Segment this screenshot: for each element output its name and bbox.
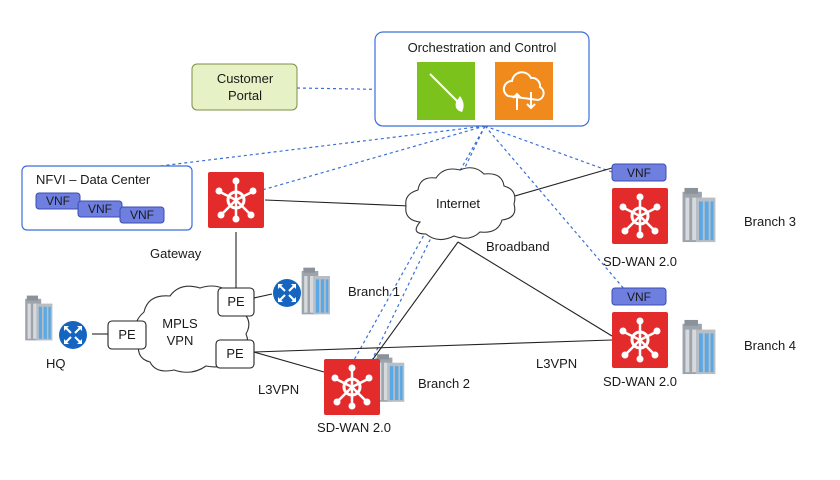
vnf-label: VNF xyxy=(130,208,154,222)
branch2-site[interactable]: Branch 2 SD-WAN 2.0 xyxy=(317,354,470,435)
link-pe-branch1 xyxy=(253,293,273,299)
branch1-building-icon xyxy=(301,267,330,315)
customer-portal-box[interactable]: Customer Portal xyxy=(191,63,298,111)
branch3-sdwan-router-icon xyxy=(612,187,668,245)
vnf-badge: VNF xyxy=(119,206,165,224)
link-internet-branch3 xyxy=(507,167,613,199)
l3vpn-label-branch2: L3VPN xyxy=(258,382,299,397)
cloud-sync-icon xyxy=(495,62,553,120)
mpls-label-line2: VPN xyxy=(167,333,194,348)
link-gateway-internet xyxy=(264,199,411,207)
internet-cloud: Internet xyxy=(405,167,516,241)
link-orch-gateway xyxy=(261,125,486,191)
link-orch-nfvi xyxy=(159,125,486,167)
vnf-label: VNF xyxy=(46,194,70,208)
link-orch-branch2-a xyxy=(353,125,486,361)
branch3-site[interactable]: VNF Branch 3 SD-WAN 2.0 xyxy=(603,163,796,269)
orchestration-title: Orchestration and Control xyxy=(408,40,557,55)
hq-building-icon xyxy=(25,295,53,341)
link-internet-branch4 xyxy=(457,241,613,337)
branch3-building-icon xyxy=(682,187,716,243)
pe-router[interactable]: PE xyxy=(107,320,147,350)
pe-label: PE xyxy=(226,346,244,361)
hq-site[interactable]: HQ xyxy=(25,295,88,371)
link-orch-branch3 xyxy=(484,125,613,173)
pe-router[interactable]: PE xyxy=(217,287,255,317)
branch1-label: Branch 1 xyxy=(348,284,400,299)
orchestration-box: Orchestration and Control xyxy=(374,31,590,127)
pe-label: PE xyxy=(118,327,136,342)
vnf-badge: VNF xyxy=(35,192,81,210)
gateway-node[interactable]: Gateway xyxy=(150,172,264,261)
vnf-label: VNF xyxy=(627,290,651,304)
branch4-label: Branch 4 xyxy=(744,338,796,353)
gateway-label: Gateway xyxy=(150,246,202,261)
nfvi-title: NFVI – Data Center xyxy=(36,172,151,187)
branch3-vnf-badge: VNF xyxy=(611,163,667,182)
link-internet-branch2 xyxy=(367,241,459,367)
branch4-building-icon xyxy=(682,319,716,375)
branch4-sdwan-label: SD-WAN 2.0 xyxy=(603,374,677,389)
branch4-site[interactable]: VNF Branch 4 SD-WAN 2.0 xyxy=(603,287,796,389)
internet-label: Internet xyxy=(436,196,480,211)
nfvi-data-center-box: NFVI – Data Center VNF VNF VNF xyxy=(21,165,193,231)
branch2-sdwan-label: SD-WAN 2.0 xyxy=(317,420,391,435)
branch4-sdwan-router-icon xyxy=(612,311,668,369)
vnf-label: VNF xyxy=(627,166,651,180)
pe-router[interactable]: PE xyxy=(215,339,255,369)
link-orch-branch2-b xyxy=(371,125,486,361)
vnf-badge: VNF xyxy=(77,200,123,218)
l3vpn-label-branch4: L3VPN xyxy=(536,356,577,371)
customer-portal-label-line2: Portal xyxy=(228,88,262,103)
branch4-vnf-badge: VNF xyxy=(611,287,667,306)
branch3-label: Branch 3 xyxy=(744,214,796,229)
vnf-label: VNF xyxy=(88,202,112,216)
mpls-label-line1: MPLS xyxy=(162,316,198,331)
branch2-sdwan-router-icon xyxy=(324,358,380,416)
pe-label: PE xyxy=(227,294,245,309)
orchestration-control-icon xyxy=(417,62,475,120)
branch1-router-icon xyxy=(272,278,302,308)
gateway-router-icon xyxy=(208,172,264,228)
link-pe-branch2 xyxy=(253,351,325,373)
hq-router-icon xyxy=(58,320,88,350)
link-pe-branch4 xyxy=(253,339,613,353)
broadband-label: Broadband xyxy=(486,239,550,254)
branch3-sdwan-label: SD-WAN 2.0 xyxy=(603,254,677,269)
hq-label: HQ xyxy=(46,356,66,371)
branch1-site[interactable]: Branch 1 xyxy=(272,267,400,315)
branch2-label: Branch 2 xyxy=(418,376,470,391)
customer-portal-label-line1: Customer xyxy=(217,71,274,86)
